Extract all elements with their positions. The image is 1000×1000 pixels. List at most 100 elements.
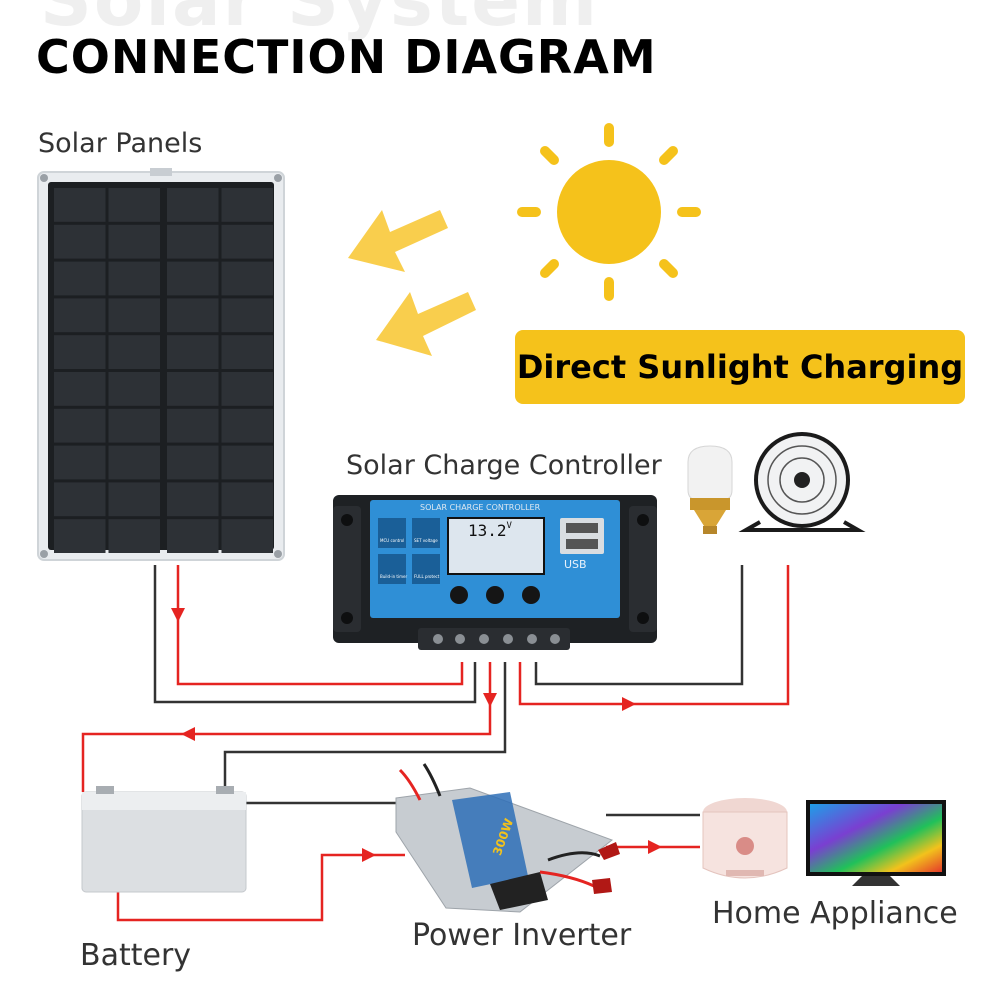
solar-cell	[221, 408, 273, 443]
lock-icon	[412, 554, 440, 584]
solar-cell	[108, 335, 160, 369]
controller-terminals	[418, 628, 570, 650]
solar-cell	[221, 372, 273, 406]
solar-cell	[167, 298, 219, 333]
solar-cell	[221, 188, 273, 222]
solar-cell	[54, 298, 106, 333]
battery-icon	[81, 786, 247, 893]
solar-cell	[54, 372, 106, 406]
junction-box	[150, 168, 172, 176]
arrow-down-icon	[483, 693, 497, 707]
panel-grommet	[40, 174, 48, 182]
controller-voltage-readout: 13.2V	[468, 521, 512, 540]
solar-cell	[108, 519, 160, 553]
controller-lcd	[447, 517, 545, 575]
sunlight-arrow-icon	[376, 292, 476, 356]
wire-load-negative	[534, 565, 744, 686]
solar-cell	[54, 224, 106, 259]
controller-icon-caption-1: MCU control	[380, 538, 405, 543]
wire-panel-negative	[153, 565, 477, 704]
settings-gear-icon	[412, 518, 440, 548]
solar-cell	[167, 408, 219, 443]
charge-controller-label: Solar Charge Controller	[346, 450, 662, 481]
solar-cell	[167, 261, 219, 296]
flow-arrows	[171, 608, 662, 862]
wire-load-positive	[518, 565, 790, 706]
fan-icon	[738, 432, 866, 532]
home-appliance-label: Home Appliance	[712, 896, 958, 931]
solar-cell	[167, 335, 219, 369]
solar-cells-grid	[54, 188, 273, 553]
solar-panels-label: Solar Panels	[38, 128, 203, 159]
timer-icon	[378, 554, 406, 584]
wire-battery-negative	[223, 662, 507, 792]
background-watermark-title: Solar System	[40, 0, 600, 42]
arrow-left-icon	[181, 727, 195, 741]
solar-cell	[108, 188, 160, 222]
controller-button-menu	[450, 586, 468, 604]
solar-cell	[108, 224, 160, 259]
wire-panel-positive	[176, 565, 464, 686]
solar-cell	[108, 372, 160, 406]
solar-cell	[54, 335, 106, 369]
solar-cell	[221, 224, 273, 259]
voltage-value: 13.2	[468, 521, 507, 540]
arrow-right-icon	[362, 848, 376, 862]
solar-cell	[167, 224, 219, 259]
controller-button-up	[486, 586, 504, 604]
direct-sunlight-callout: Direct Sunlight Charging	[515, 330, 965, 404]
controller-button-down	[522, 586, 540, 604]
battery-label: Battery	[80, 938, 192, 973]
solar-cell	[54, 482, 106, 517]
solar-cell	[108, 445, 160, 480]
controller-icon-caption-2: SET voltage	[414, 538, 438, 543]
usb-label: USB	[564, 558, 587, 571]
solar-cell	[108, 261, 160, 296]
solar-cell	[108, 408, 160, 443]
controller-icon-caption-3: Build-in timer	[380, 574, 408, 579]
solar-cell	[54, 445, 106, 480]
solar-cell	[221, 261, 273, 296]
solar-cell	[221, 519, 273, 553]
sunlight-arrow-icon	[348, 210, 448, 272]
charge-controller	[333, 495, 657, 650]
solar-cell	[221, 445, 273, 480]
solar-panel	[37, 168, 285, 561]
solar-cell	[167, 372, 219, 406]
solar-cell	[54, 188, 106, 222]
power-inverter-label: Power Inverter	[412, 918, 632, 953]
controller-brand-text: SOLAR CHARGE CONTROLLER	[420, 503, 541, 512]
arrow-right-icon	[622, 697, 636, 711]
voltage-unit: V	[506, 521, 512, 531]
page-title: CONNECTION DIAGRAM	[36, 30, 657, 84]
controller-icon-caption-4: FULL protect	[414, 574, 440, 579]
rice-cooker-icon	[702, 798, 788, 879]
solar-cell	[54, 408, 106, 443]
solar-cell	[221, 298, 273, 333]
television-icon	[806, 800, 946, 886]
solar-cell	[54, 519, 106, 553]
light-bulb-icon	[687, 445, 733, 534]
solar-cell	[167, 519, 219, 553]
panel-grommet	[274, 174, 282, 182]
solar-cell	[167, 188, 219, 222]
callout-text: Direct Sunlight Charging	[516, 348, 964, 386]
mcu-icon	[378, 518, 406, 548]
arrow-right-icon	[648, 840, 662, 854]
solar-cell	[221, 482, 273, 517]
solar-cell	[221, 335, 273, 369]
wire-inverter-positive	[116, 853, 405, 922]
sun-icon	[517, 123, 701, 301]
clamp-icon	[598, 842, 620, 860]
power-inverter-icon	[395, 763, 620, 913]
solar-cell	[167, 482, 219, 517]
solar-cell	[167, 445, 219, 480]
panel-grommet	[274, 550, 282, 558]
panel-grommet	[40, 550, 48, 558]
arrow-down-icon	[171, 608, 185, 622]
solar-cell	[108, 298, 160, 333]
solar-cell	[108, 482, 160, 517]
solar-cell	[54, 261, 106, 296]
